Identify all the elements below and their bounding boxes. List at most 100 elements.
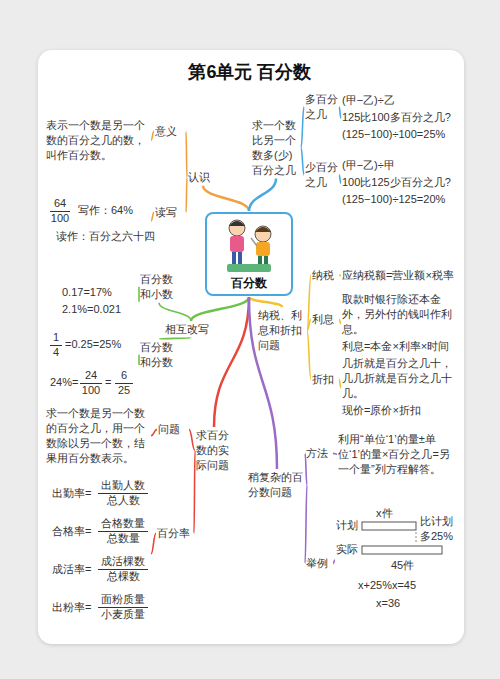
topic-text: 取款时银行除还本金外，另外付的钱叫作利息。利息=本金×利率×时间 [342,292,462,355]
branch-line [194,450,195,533]
node-text: 125比100多百分之几? [342,110,460,125]
node-text: 表示一个数是另一个数的百分之几的数，叫作百分数。 [46,118,150,163]
node-text: 小麦质量 [98,607,148,622]
node-text: 稍复杂的百分数问题 [248,470,306,500]
branch-line [333,560,335,563]
topic-text: 利息 [312,312,338,327]
node-text: 0.17=17% [62,285,138,300]
node-text: (甲−乙)÷乙 [342,93,460,108]
branch-line [151,429,157,435]
topic-text: 多百分之几 [305,92,338,122]
node-text: 相互改写 [165,322,217,337]
node-text: 100 [50,211,70,226]
node-text: 多百分之几 [305,92,338,122]
topic-text: 百分数和小数 [140,272,178,302]
node-text: 64 [50,196,70,212]
central-label: 百分数 [207,275,291,291]
topic-text: (甲−乙)÷甲100比125少百分之几?(125−100)÷125=20% [342,158,460,209]
topic-text: 问题 [158,422,188,437]
node-text: x件 [376,506,393,521]
node-text: 现价=原价×折扣 [342,403,462,418]
branch-line [307,275,311,330]
branch-line [249,297,277,469]
branch-line [339,107,341,118]
topic-text: 少百分之几 [305,160,338,190]
branch-line [301,107,304,148]
node-text: 取款时银行除还本金外，另外付的钱叫作利息。 [342,292,462,337]
node-text: 利息=本金×利率×时间 [342,339,462,354]
formula-group: x件计划比计划多25%实际45件x+25%x=45x=36 [336,506,462,614]
node-text: = [105,375,111,390]
topic-text: 0.17=17%2.1%=0.021 [62,285,138,319]
node-text: 问题 [158,422,188,437]
node-text: 折扣 [312,372,338,387]
node-text: 求百分数的实际问题 [196,428,232,473]
branch-line [151,131,154,140]
node-text: 出粉率= [52,600,91,615]
topic-text: 求一个数是另一个数的百分之几，用一个数除以另一个数，结果用百分数表示。 [46,406,150,465]
node-text: 纳税 [312,268,338,283]
node-text: x=36 [376,596,400,611]
branch-line [191,297,249,321]
topic-text: 纳税、利息和折扣问题 [258,308,306,353]
central-topic: 百分数 [205,212,293,296]
branch-line [339,319,341,323]
branch-line [249,297,282,307]
branch-line [186,131,187,177]
kids-illustration [207,214,291,276]
node-text: 意义 [155,124,185,139]
topic-text: 几折就是百分之几十，几几折就是百分之几十几。现价=原价×折扣 [342,356,462,419]
topic-text: 稍复杂的百分数问题 [248,470,306,500]
topic-text: (甲−乙)÷乙 125比100多百分之几? (125−100)÷100=25% [342,93,460,144]
branch-line [307,319,311,330]
node-text: 写作：64% [78,203,133,218]
title-text: 第6单元 百分数 [188,62,311,82]
branch-line [305,485,307,564]
topic-text: 应纳税额=营业额×税率 [342,268,462,283]
branch-line [159,338,191,339]
branch-line [339,275,341,277]
branch-line [151,533,156,554]
topic-text: 求一个数比另一个数多(少)百分之几 [252,118,300,177]
branch-line [138,287,140,302]
topic-text: 纳税 [312,268,338,283]
node-text: 成活率= [52,562,91,577]
topic-text: 折扣 [312,372,338,387]
page-title: 第6单元 百分数 [0,60,500,84]
node-text: 百分数和分数 [140,340,178,370]
topic-text: 读写 [155,205,185,220]
node-text: 100比125少百分之几? [342,175,460,190]
node-text: 认识 [188,170,218,185]
branch-line [307,330,311,379]
node-text: 百分数和小数 [140,272,178,302]
node-text: 25 [115,383,133,398]
node-text: 成活棵数 [98,554,148,570]
topic-text: 认识 [188,170,218,185]
topic-text: 百分率 [157,526,193,541]
node-text: x+25%x=45 [358,578,416,593]
node-text: 总棵数 [98,569,148,584]
node-text: =0.25=25% [65,337,121,352]
branch-line [203,186,249,211]
node-text: 百分率 [157,526,193,541]
node-text: 总人数 [98,493,148,508]
branch-line [138,355,140,365]
branch-line [151,212,154,221]
node-text: 45件 [391,558,414,573]
node-text: 利用“单位‘1’的量±单位‘1’的量×百分之几=另一个量”列方程解答。 [338,432,460,477]
node-text: 4 [50,345,62,360]
formula-group: 出勤率=出勤人数总人数合格率=合格数量总数量成活率=成活棵数总棵数出粉率=面粉质… [52,478,150,630]
node-text: (甲−乙)÷甲 [342,158,460,173]
branch-line [249,178,276,211]
topic-text: 意义 [155,124,185,139]
node-text: 应纳税额=营业额×税率 [342,268,462,283]
node-text: 合格数量 [98,516,148,532]
node-text: 24 [80,368,102,384]
node-text: (125−100)÷100=25% [342,127,460,142]
node-text: 24%= [50,375,78,390]
branch-line [186,177,187,212]
node-text: 6 [115,368,133,384]
node-text: 计划 [336,518,358,533]
branch-line [159,303,191,321]
